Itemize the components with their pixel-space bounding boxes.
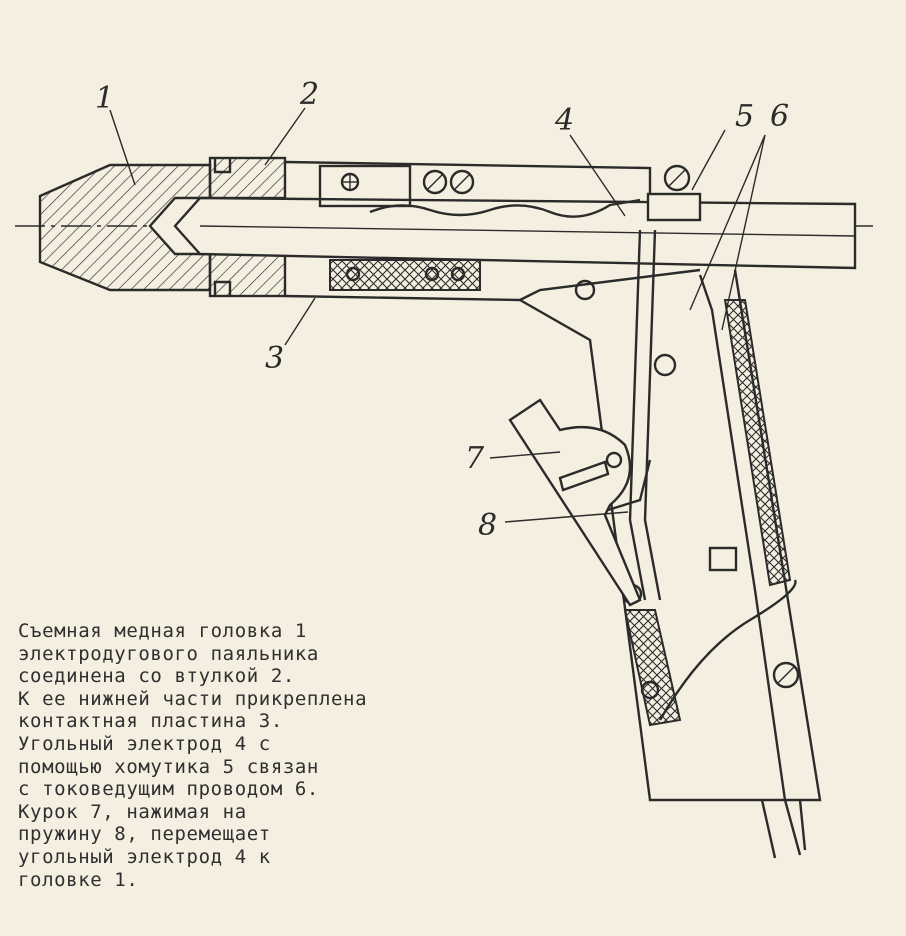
- contact-plate: [329, 259, 481, 291]
- body-screws: [340, 169, 475, 195]
- caption-line: помощью хомутика 5 связан: [18, 755, 319, 778]
- cable-end: [760, 799, 807, 859]
- callout-7: 7: [465, 441, 485, 476]
- caption-line: Курок 7, нажимая на: [18, 800, 247, 823]
- leader-lines: [109, 107, 766, 523]
- grip-bottom-screw: [772, 661, 800, 689]
- caption-line: электродугового паяльника: [18, 642, 319, 665]
- caption-line: соединена со втулкой 2.: [18, 665, 295, 688]
- trigger-slot: [558, 460, 610, 492]
- spring: [607, 459, 652, 512]
- pivot-screw: [653, 353, 677, 377]
- caption-line: головке 1.: [18, 868, 139, 891]
- callout-4: 4: [554, 103, 574, 138]
- clamp: [646, 192, 702, 222]
- body-window: [318, 164, 412, 208]
- lever-link: [628, 229, 662, 601]
- caption-line: Угольный электрод 4 с: [18, 732, 271, 755]
- grip-insulation: [723, 299, 792, 587]
- plate-rivets: [345, 266, 466, 282]
- callout-8: 8: [478, 508, 497, 543]
- grip-base-screw: [640, 680, 660, 700]
- callout-5: 5: [735, 99, 754, 134]
- caption-line: К ее нижней части прикреплена: [18, 687, 368, 710]
- electrode-inner: [199, 225, 856, 237]
- body-tube: [284, 160, 701, 302]
- callout-3: 3: [265, 341, 284, 376]
- caption-line: контактная пластина 3.: [18, 710, 283, 733]
- wire-terminal: [708, 546, 738, 572]
- callout-1: 1: [95, 81, 114, 116]
- trigger: [508, 398, 642, 607]
- caption-line: угольный электрод 4 к: [18, 845, 271, 868]
- pistol-grip: [519, 269, 822, 802]
- current-wire: [698, 274, 802, 856]
- caption-line: пружину 8, перемещает: [18, 823, 271, 846]
- callout-2: 2: [299, 77, 319, 112]
- caption-line: Съемная медная головка 1: [18, 620, 307, 642]
- trigger-pin: [605, 451, 623, 469]
- body-wave: [369, 198, 641, 218]
- caption-text: Съемная медная головка 1 электродугового…: [18, 620, 458, 891]
- grip-top-screw: [574, 279, 596, 301]
- clamp-screw: [663, 164, 691, 192]
- grip-break-line: [658, 579, 797, 721]
- callout-6: 6: [770, 99, 789, 134]
- caption-line: с токоведущим проводом 6.: [18, 778, 319, 801]
- bushing-groove: [213, 158, 232, 296]
